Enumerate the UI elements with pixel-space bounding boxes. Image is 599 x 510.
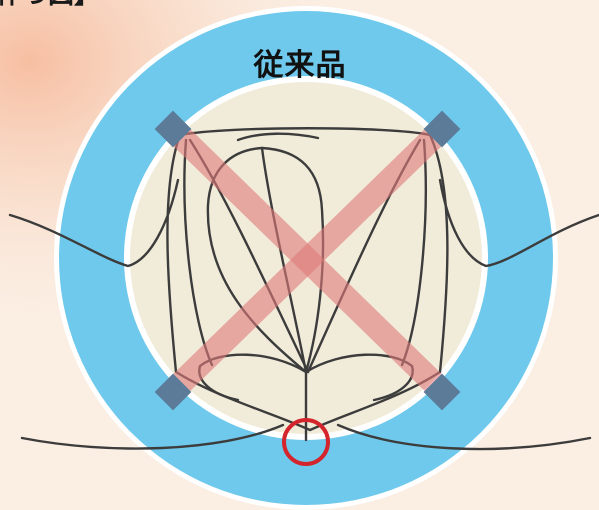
x-mark-icon (154, 110, 461, 411)
x-tip-top-right (423, 110, 461, 148)
right-hip-line (438, 178, 599, 268)
red-circle-marker-icon (282, 418, 330, 466)
left-thigh-line (20, 423, 285, 450)
right-thigh-line (336, 423, 592, 451)
ring-label: 従来品 (253, 48, 347, 83)
x-tip-top-left (154, 110, 192, 148)
x-tip-bottom-left (154, 373, 192, 411)
pad-top-curl (236, 132, 320, 142)
left-hip-line (8, 178, 180, 268)
pad-outer-shell (166, 127, 449, 432)
body-outline (8, 178, 599, 451)
x-tip-bottom-right (423, 373, 461, 411)
top-fragment-text: 作っ図】 (0, 0, 100, 12)
x-mark-stroke-b (163, 119, 452, 401)
pad-leaf-midrib (260, 146, 308, 374)
